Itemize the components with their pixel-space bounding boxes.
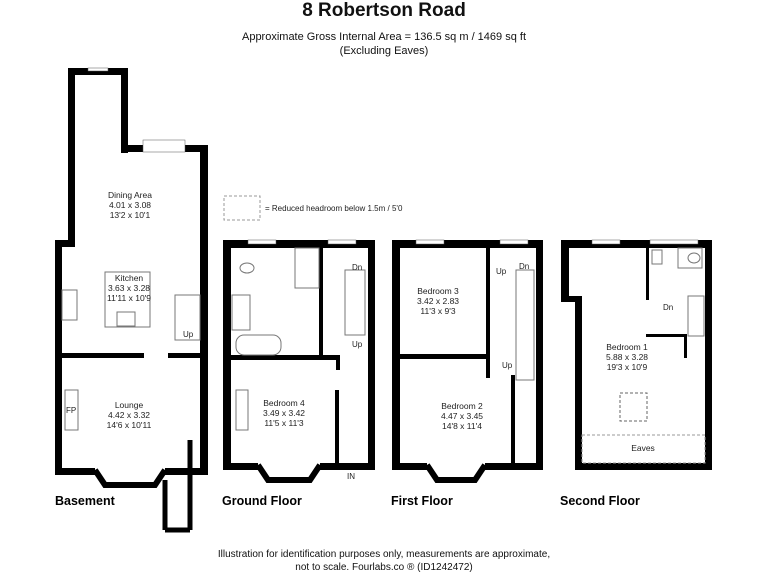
stairs-up-label: Up <box>496 267 507 276</box>
floor-label: Ground Floor <box>222 494 302 508</box>
area-note: (Excluding Eaves) <box>339 45 429 57</box>
room-imperial: 14'8 x 11'4 <box>442 421 482 431</box>
stairs-down-label: Dn <box>352 263 362 272</box>
floor-label: First Floor <box>391 494 453 508</box>
eaves-label: Eaves <box>631 443 655 453</box>
disclaimer: Illustration for identification purposes… <box>0 548 768 574</box>
room-imperial: 19'3 x 10'9 <box>607 362 648 372</box>
room-metric: 4.47 x 3.45 <box>441 411 483 421</box>
eaves-area <box>581 434 706 464</box>
disclaimer-line-2: not to scale. Fourlabs.co ® (ID1242472) <box>295 562 473 573</box>
page-title: 8 Robertson Road <box>302 0 466 21</box>
second-floor-labels: Bedroom 1 5.88 x 3.28 19'3 x 10'9 Eaves … <box>560 303 673 508</box>
ground-floor-labels: Bedroom 4 3.49 x 3.42 11'5 x 11'3 Dn Up … <box>222 263 363 508</box>
room-imperial: 13'2 x 10'1 <box>110 210 151 220</box>
room-metric: 3.63 x 3.28 <box>108 283 150 293</box>
room-metric: 3.42 x 2.83 <box>417 296 459 306</box>
room-metric: 4.01 x 3.08 <box>109 200 151 210</box>
stairs-down-label: Dn <box>519 262 529 271</box>
reduced-headroom-area <box>619 392 648 422</box>
gross-area: Approximate Gross Internal Area = 136.5 … <box>241 31 526 43</box>
fireplace-label: FP <box>66 406 76 415</box>
room-imperial: 11'11 x 10'9 <box>107 293 151 303</box>
stairs-up-label: Up <box>352 340 363 349</box>
basement-plan <box>55 67 208 533</box>
room-metric: 4.42 x 3.32 <box>108 410 150 420</box>
first-floor-labels: Bedroom 3 3.42 x 2.83 11'3 x 9'3 Bedroom… <box>391 262 529 508</box>
reduced-headroom-legend-swatch <box>223 195 261 221</box>
room-imperial: 11'3 x 9'3 <box>420 306 455 316</box>
room-name: Kitchen <box>115 273 144 283</box>
room-imperial: 14'6 x 10'11 <box>107 420 152 430</box>
first-floor-plan <box>392 239 543 483</box>
room-metric: 3.49 x 3.42 <box>263 408 305 418</box>
area-summary: Approximate Gross Internal Area = 136.5 … <box>0 30 768 58</box>
legend-label: = Reduced headroom below 1.5m / 5'0 <box>265 204 403 213</box>
stairs-up-label: Up <box>183 330 194 339</box>
second-floor-plan <box>561 239 712 470</box>
floor-label: Basement <box>55 494 116 508</box>
room-name: Bedroom 1 <box>606 342 648 352</box>
floor-label: Second Floor <box>560 494 640 508</box>
disclaimer-line-1: Illustration for identification purposes… <box>217 549 551 560</box>
room-imperial: 11'5 x 11'3 <box>264 418 304 428</box>
room-name: Lounge <box>115 400 144 410</box>
room-name: Bedroom 4 <box>263 398 305 408</box>
room-metric: 5.88 x 3.28 <box>606 352 648 362</box>
room-name: Dining Area <box>108 190 152 200</box>
room-name: Bedroom 3 <box>417 286 459 296</box>
stairs-up-label: Up <box>502 361 513 370</box>
room-name: Bedroom 2 <box>441 401 483 411</box>
basement-labels: Dining Area 4.01 x 3.08 13'2 x 10'1 Kitc… <box>55 190 194 508</box>
ground-floor-plan <box>223 239 375 483</box>
entrance-label: IN <box>347 472 355 481</box>
stairs-down-label: Dn <box>663 303 673 312</box>
